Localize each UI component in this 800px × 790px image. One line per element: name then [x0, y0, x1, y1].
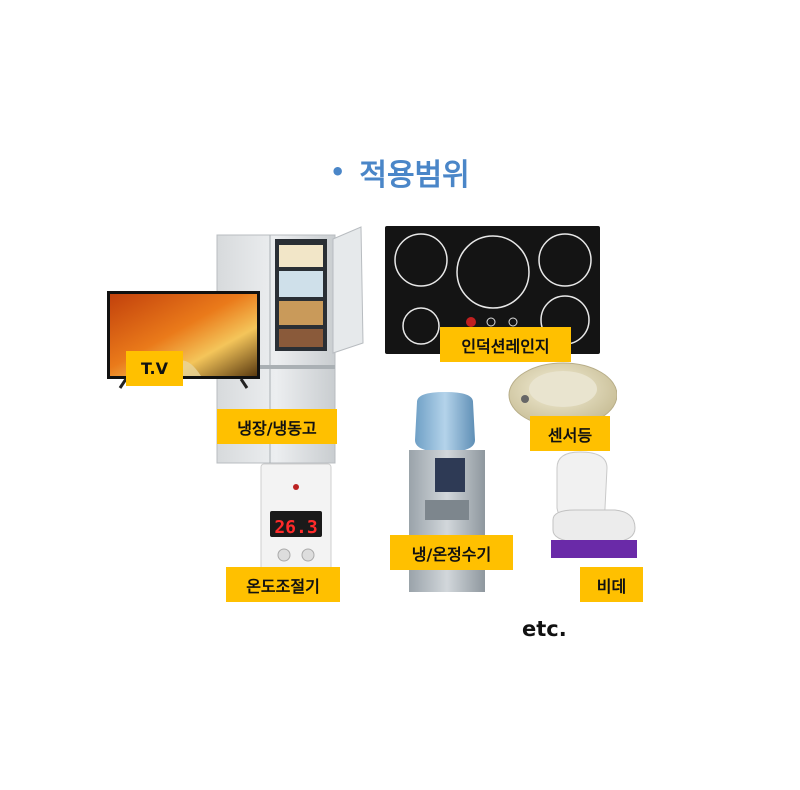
bullet-icon: • — [330, 158, 346, 186]
label-thermostat: 온도조절기 — [226, 567, 340, 602]
thermostat-display: 26.3 — [274, 516, 318, 538]
label-induction: 인덕션레인지 — [440, 327, 571, 362]
section-title: • 적용범위 — [330, 150, 470, 194]
sensor-light-image — [508, 362, 617, 428]
label-tv: T.V — [126, 351, 183, 386]
label-fridge: 냉장/냉동고 — [217, 409, 337, 444]
page-title: 적용범위 — [359, 158, 470, 193]
label-sensor-light: 센서등 — [530, 416, 610, 451]
induction-cooktop-image — [385, 226, 600, 354]
etc-note: etc. — [522, 617, 567, 641]
label-water-dispenser: 냉/온정수기 — [390, 535, 513, 570]
bidet-image — [551, 451, 637, 558]
thermostat-image — [260, 463, 332, 583]
label-bidet: 비데 — [580, 567, 643, 602]
